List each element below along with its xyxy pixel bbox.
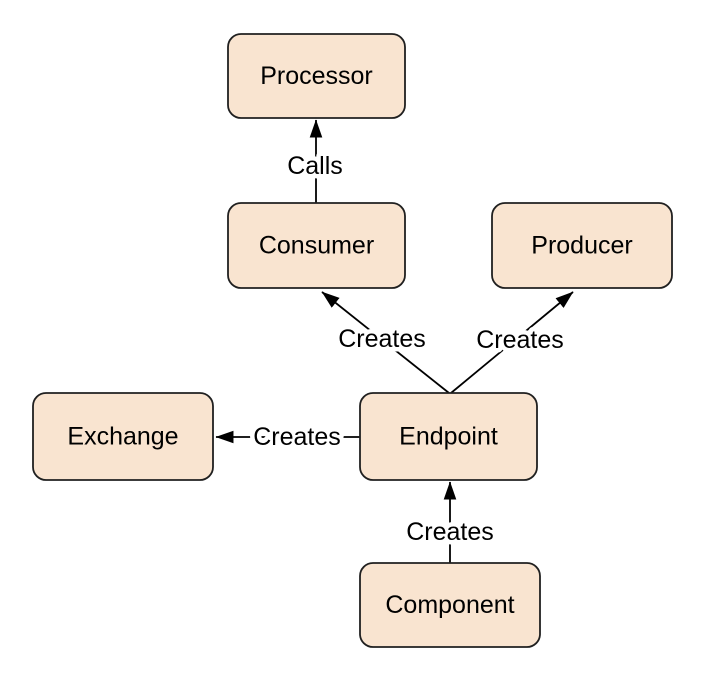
node-component: Component [359,562,541,648]
node-exchange-label: Exchange [67,423,178,451]
edge-label-creates-exchange: Creates [253,423,341,451]
edge-label-creates-consumer: Creates [338,325,426,353]
node-exchange: Exchange [32,392,214,481]
node-producer-label: Producer [531,232,632,260]
edge-label-calls: Calls [287,152,343,180]
edge-endpoint-to-consumer [321,291,450,394]
node-processor-box [227,33,406,119]
node-endpoint-label: Endpoint [399,423,498,451]
node-processor-label: Processor [260,62,373,90]
edges: Calls Creates Creates Creates Creates [215,119,574,563]
node-exchange-box [32,392,214,481]
node-producer: Producer [491,202,673,289]
edge-endpoint-to-producer [450,291,574,394]
node-processor: Processor [227,33,406,119]
node-consumer: Consumer [227,202,406,289]
node-component-label: Component [385,591,514,619]
node-consumer-label: Consumer [259,232,374,260]
node-endpoint-box [359,392,538,481]
edge-label-creates-producer: Creates [476,326,564,354]
node-consumer-box [227,202,406,289]
node-producer-box [491,202,673,289]
node-component-box [359,562,541,648]
node-endpoint: Endpoint [359,392,538,481]
edge-label-creates-endpoint: Creates [406,518,494,546]
